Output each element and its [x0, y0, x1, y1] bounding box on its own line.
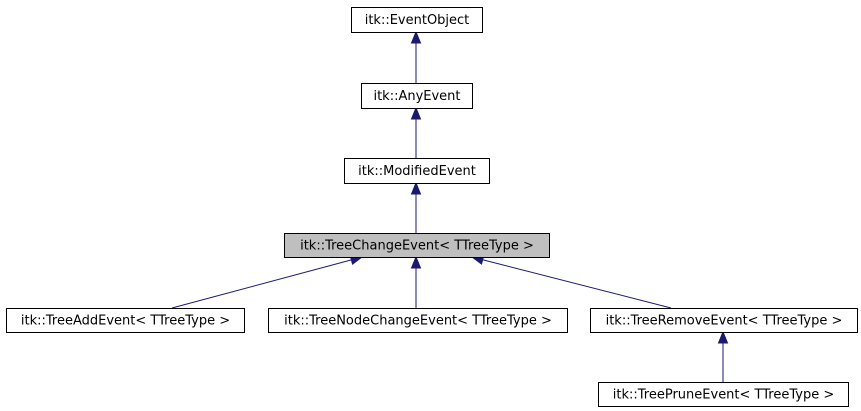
edge-line	[171, 259, 352, 309]
class-node-event-object[interactable]: itk::EventObject	[351, 7, 483, 33]
class-node-box[interactable]	[351, 7, 483, 33]
class-node-tree-change-event[interactable]: itk::TreeChangeEvent< TTreeType >	[284, 233, 550, 258]
edge-arrowhead	[410, 30, 422, 44]
nodes-layer: itk::EventObjectitk::AnyEventitk::Modifi…	[6, 7, 858, 407]
class-node-label: itk::TreePruneEvent< TTreeType >	[613, 388, 834, 403]
class-node-label: itk::TreeChangeEvent< TTreeType >	[300, 239, 534, 254]
edges-layer	[171, 30, 729, 382]
inheritance-edge-tree-prune-event-to-tree-remove-event	[717, 330, 729, 382]
edge-line	[482, 259, 672, 309]
edge-arrowhead	[410, 106, 422, 120]
inheritance-edge-tree-add-event-to-tree-change-event	[171, 254, 364, 309]
class-node-box[interactable]	[268, 308, 568, 333]
inheritance-edge-tree-node-change-event-to-tree-change-event	[410, 255, 422, 308]
class-node-label: itk::TreeRemoveEvent< TTreeType >	[606, 314, 843, 329]
class-node-label: itk::TreeAddEvent< TTreeType >	[21, 314, 230, 329]
class-node-box[interactable]	[6, 308, 245, 333]
class-node-box[interactable]	[598, 382, 849, 407]
class-node-tree-remove-event[interactable]: itk::TreeRemoveEvent< TTreeType >	[590, 308, 858, 333]
class-node-box[interactable]	[344, 158, 490, 184]
edge-arrowhead	[717, 330, 729, 344]
class-node-tree-prune-event[interactable]: itk::TreePruneEvent< TTreeType >	[598, 382, 849, 407]
class-node-box[interactable]	[361, 83, 473, 109]
class-node-modified-event[interactable]: itk::ModifiedEvent	[344, 158, 490, 184]
class-node-label: itk::AnyEvent	[373, 89, 460, 104]
class-node-label: itk::ModifiedEvent	[358, 164, 476, 179]
class-node-any-event[interactable]: itk::AnyEvent	[361, 83, 473, 109]
inheritance-edge-any-event-to-event-object	[410, 30, 422, 83]
class-node-box[interactable]	[590, 308, 858, 333]
class-node-tree-add-event[interactable]: itk::TreeAddEvent< TTreeType >	[6, 308, 245, 333]
inheritance-edge-modified-event-to-any-event	[410, 106, 422, 158]
class-node-label: itk::TreeNodeChangeEvent< TTreeType >	[284, 314, 552, 329]
edge-arrowhead	[410, 255, 422, 269]
class-node-tree-node-change-event[interactable]: itk::TreeNodeChangeEvent< TTreeType >	[268, 308, 568, 333]
edge-arrowhead	[410, 181, 422, 195]
class-node-label: itk::EventObject	[365, 13, 470, 28]
inheritance-edge-tree-change-event-to-modified-event	[410, 181, 422, 233]
inheritance-edge-tree-remove-event-to-tree-change-event	[470, 254, 672, 309]
class-node-box[interactable]	[284, 233, 550, 258]
